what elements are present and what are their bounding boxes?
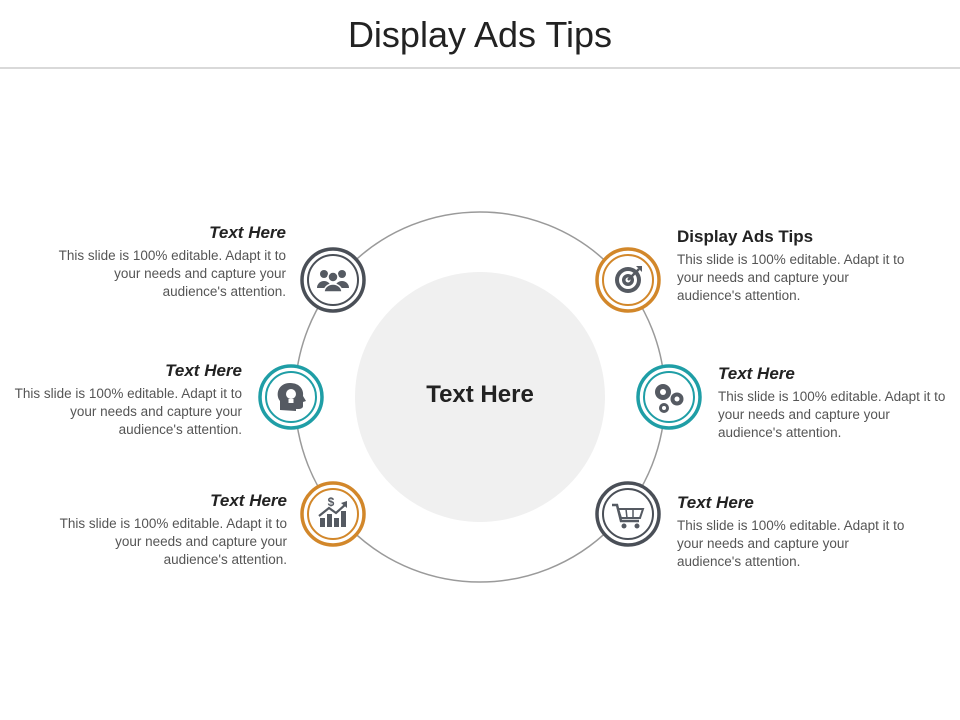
center-label: Text Here xyxy=(426,381,534,408)
tip-heading: Text Here xyxy=(209,223,286,242)
tip-body: This slide is 100% editable. Adapt it to… xyxy=(14,386,242,437)
tip-heading: Text Here xyxy=(718,364,795,383)
center-disc xyxy=(355,272,605,522)
tip-heading: Text Here xyxy=(165,361,242,380)
tip-body: This slide is 100% editable. Adapt it to… xyxy=(59,516,287,567)
tip-body: This slide is 100% editable. Adapt it to… xyxy=(718,389,946,440)
group-icon xyxy=(317,270,349,293)
node-ring-6 xyxy=(595,481,661,547)
tip-item-3: Text Here This slide is 100% editable. A… xyxy=(55,491,287,569)
tip-item-4: Display Ads Tips This slide is 100% edit… xyxy=(677,227,909,305)
node-ring-3 xyxy=(300,481,366,547)
tip-item-6: Text Here This slide is 100% editable. A… xyxy=(677,493,909,571)
tip-body: This slide is 100% editable. Adapt it to… xyxy=(677,518,905,569)
tip-heading: Display Ads Tips xyxy=(677,227,814,246)
tip-item-5: Text Here This slide is 100% editable. A… xyxy=(718,364,950,442)
target-icon xyxy=(615,266,642,293)
tip-item-2: Text Here This slide is 100% editable. A… xyxy=(10,361,242,439)
tip-body: This slide is 100% editable. Adapt it to… xyxy=(58,248,286,299)
title-divider xyxy=(0,67,960,69)
slide-title: Display Ads Tips xyxy=(347,14,613,55)
tip-heading: Text Here xyxy=(677,493,754,512)
gears-icon xyxy=(655,384,684,413)
growth-chart-icon: $ xyxy=(318,495,347,527)
tip-heading: Text Here xyxy=(210,491,287,510)
head-lightbulb-icon xyxy=(277,383,306,411)
svg-text:$: $ xyxy=(328,495,335,509)
tip-body: This slide is 100% editable. Adapt it to… xyxy=(677,252,905,303)
shopping-cart-icon xyxy=(612,503,645,529)
tip-item-1: Text Here This slide is 100% editable. A… xyxy=(54,223,286,301)
